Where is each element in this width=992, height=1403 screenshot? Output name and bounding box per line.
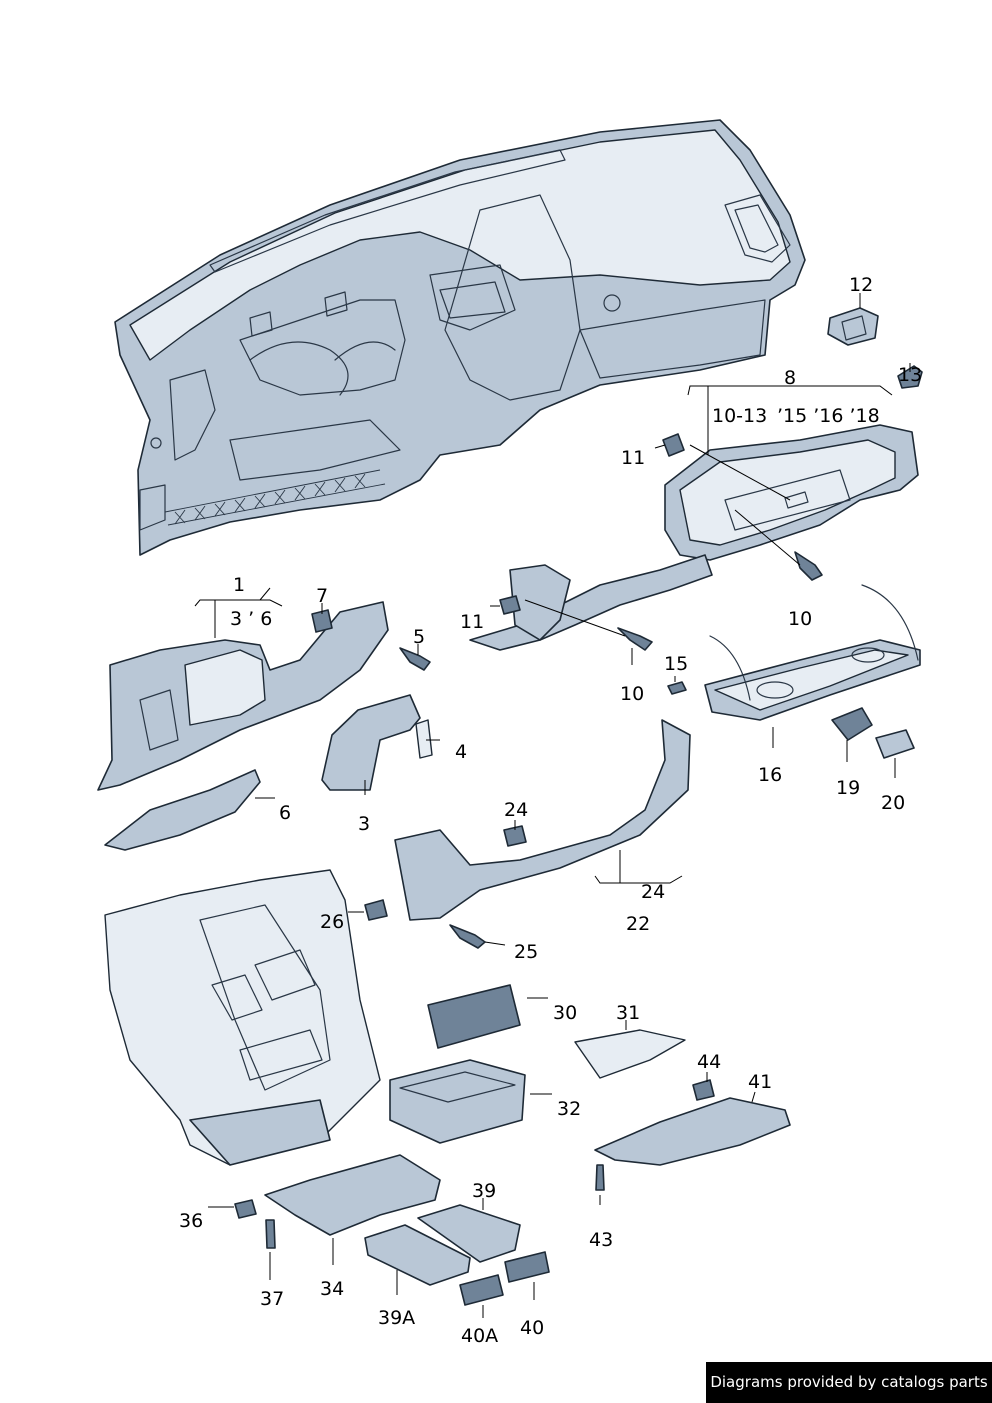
callout-15-16-18: ’15 ’16 ’18: [777, 405, 880, 427]
leader-lines: [194, 293, 911, 1318]
callout-43: 43: [589, 1229, 613, 1251]
callout-44: 44: [697, 1051, 721, 1073]
part-39-module: [417, 1204, 521, 1263]
part-43-screw: [595, 1164, 605, 1191]
credit-text: Diagrams provided by catalogs parts: [710, 1373, 988, 1391]
callout-8: 8: [784, 367, 796, 389]
callout-3-6: 3 ’ 6: [230, 608, 272, 630]
callout-10-lower: 10: [620, 683, 644, 705]
part-10-screw-upper: [794, 551, 823, 581]
dashboard-main-part: [114, 119, 806, 556]
part-12-switch: [827, 307, 879, 346]
part-44-clip: [692, 1079, 715, 1101]
part-15-pin: [667, 681, 687, 695]
part-3-trim-panel: [321, 694, 421, 791]
callout-24-upper: 24: [504, 799, 528, 821]
center-console-part: [104, 869, 381, 1166]
part-7-clip: [311, 609, 333, 633]
callout-37: 37: [260, 1288, 284, 1310]
part-19-lamp: [831, 707, 873, 741]
part-30-cover-plate: [427, 984, 521, 1049]
callout-39: 39: [472, 1180, 496, 1202]
callout-24-lower: 24: [641, 881, 665, 903]
part-16-cupholder: [704, 584, 921, 721]
callout-22: 22: [626, 913, 650, 935]
callout-11-upper: 11: [621, 447, 645, 469]
callout-41: 41: [748, 1071, 772, 1093]
callout-25: 25: [514, 941, 538, 963]
part-40A-cover: [459, 1274, 504, 1306]
callout-12: 12: [849, 274, 873, 296]
part-5-screw: [399, 647, 431, 671]
part-22-trim: [394, 719, 691, 921]
callout-36: 36: [179, 1210, 203, 1232]
part-11-clip-lower: [499, 595, 521, 615]
callout-40: 40: [520, 1317, 544, 1339]
callout-1: 1: [233, 574, 245, 596]
part-34-tray: [264, 1154, 441, 1236]
part-37-screw: [265, 1219, 276, 1249]
part-32-radio-bracket: [389, 1059, 526, 1144]
part-13-knob: [897, 365, 923, 389]
callout-15: 15: [664, 653, 688, 675]
part-4-latch: [415, 719, 433, 759]
callout-3: 3: [358, 813, 370, 835]
callout-6: 6: [279, 802, 291, 824]
callout-26: 26: [320, 911, 344, 933]
part-26-clip: [364, 899, 388, 921]
callout-40A: 40A: [461, 1325, 498, 1347]
callout-34: 34: [320, 1278, 344, 1300]
credit-banner: Diagrams provided by catalogs parts: [706, 1362, 992, 1403]
part-24-clip: [503, 825, 527, 847]
part-10-screw-lower: [617, 627, 653, 651]
part-6-trim-strip: [104, 769, 261, 851]
part-41-tray: [594, 1097, 791, 1166]
callout-32: 32: [557, 1098, 581, 1120]
callout-10-13: 10-13: [712, 405, 767, 427]
part-36-clip: [234, 1199, 257, 1219]
callout-13: 13: [898, 364, 922, 386]
callout-labels: 1 3 ’ 6 7 5 4 3 6 8 10-13 ’15 ’16 ’18 11…: [179, 274, 922, 1347]
callout-20: 20: [881, 792, 905, 814]
part-25-screw: [449, 924, 486, 949]
callout-19: 19: [836, 777, 860, 799]
part-11-clip-upper: [662, 433, 685, 457]
callout-30: 30: [553, 1002, 577, 1024]
part-20-bulb: [875, 729, 915, 759]
part-31-plate: [574, 1029, 686, 1079]
part-39A-module: [364, 1224, 471, 1286]
callout-7: 7: [316, 585, 328, 607]
part-1-lower-cover: [97, 601, 389, 791]
callout-10-upper: 10: [788, 608, 812, 630]
callout-5: 5: [413, 626, 425, 648]
callout-39A: 39A: [378, 1307, 415, 1329]
callout-4: 4: [455, 741, 467, 763]
part-8-glovebox-carrier: [469, 424, 919, 651]
callout-31: 31: [616, 1002, 640, 1024]
callout-11-lower: 11: [460, 611, 484, 633]
part-40-cover: [504, 1251, 550, 1283]
callout-16: 16: [758, 764, 782, 786]
